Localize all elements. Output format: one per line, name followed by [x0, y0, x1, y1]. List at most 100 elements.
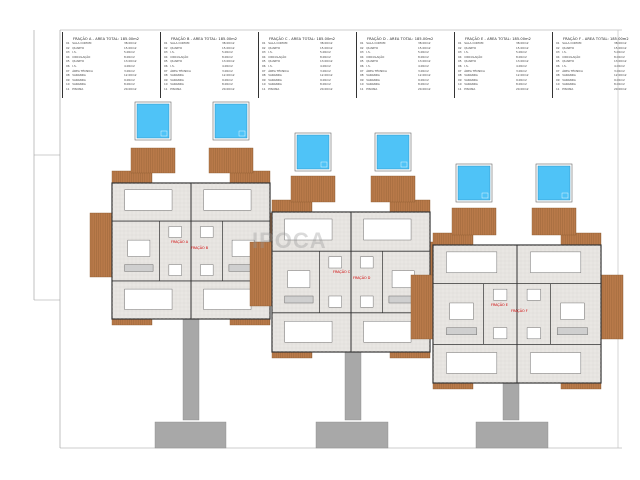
building-block-2-house-fixture	[526, 288, 541, 301]
area-table-row: 06 I.S.4.00m2	[66, 64, 155, 69]
row-room: VARANDA	[366, 73, 380, 78]
row-area: 15.00m2	[124, 45, 137, 50]
row-area: 5.00m2	[320, 50, 331, 55]
row-area: 8.00m2	[418, 82, 429, 87]
row-area: 12.00m2	[124, 73, 137, 78]
row-number: 10	[360, 82, 364, 87]
building-block-2-house-fixture	[526, 327, 541, 340]
building-block-1-house-bed	[363, 218, 412, 241]
row-area: 8.00m2	[614, 82, 625, 87]
row-area: 3.00m2	[124, 68, 135, 73]
row-area: 8.00m2	[222, 82, 233, 87]
area-table-title: FRAÇÃO D - AREA TOTAL: 185.00m2	[367, 37, 434, 41]
row-room: ÁREA TÉCNICA	[72, 68, 93, 73]
row-room: CIRCULAÇÃO	[562, 54, 581, 59]
row-number: 06	[556, 63, 560, 68]
area-table-row: 06 I.S.4.00m2	[164, 64, 253, 69]
row-number: 04	[262, 54, 266, 59]
row-area: 20.00m2	[320, 86, 333, 91]
area-table-title: FRAÇÃO E - AREA TOTAL: 185.00m2	[465, 37, 531, 41]
row-number: 04	[66, 54, 70, 59]
row-area: 9.00m2	[516, 77, 527, 82]
building-block-2-deck-left	[410, 274, 434, 340]
row-number: 02	[164, 45, 168, 50]
area-table-title: FRAÇÃO B - AREA TOTAL: 185.00m2	[171, 37, 238, 41]
row-number: 09	[66, 77, 70, 82]
row-room: VARANDA	[268, 77, 282, 82]
building-block-2-house-bed	[446, 251, 498, 273]
row-room: ÁREA TÉCNICA	[268, 68, 289, 73]
row-room: ÁREA TÉCNICA	[366, 68, 387, 73]
row-area: 3.00m2	[222, 68, 233, 73]
row-room: VARANDA	[268, 73, 282, 78]
row-area: 9.00m2	[418, 77, 429, 82]
unit-label: FRAÇÃO D	[353, 275, 371, 280]
building-block-2-pool-1-steps	[561, 192, 569, 199]
row-area: 9.00m2	[320, 77, 331, 82]
row-number: 01	[360, 41, 364, 45]
row-area: 20.00m2	[614, 86, 627, 91]
row-number: 03	[556, 50, 560, 55]
row-number: 03	[360, 50, 364, 55]
row-area: 8.00m2	[124, 54, 135, 59]
row-number: 04	[164, 54, 168, 59]
row-room: VARANDA	[464, 77, 478, 82]
row-number: 08	[360, 73, 364, 78]
row-number: 06	[164, 63, 168, 68]
row-number: 03	[66, 50, 70, 55]
row-number: 01	[262, 41, 266, 45]
building-block-1-house-table	[287, 270, 311, 288]
area-table-title: FRAÇÃO F - AREA TOTAL: 185.00m2	[563, 37, 629, 41]
row-room: SALA COMUM	[170, 41, 190, 45]
building-block-2-parking	[475, 421, 549, 449]
building-block-2-pool-1-deck	[531, 207, 577, 236]
row-number: 10	[262, 82, 266, 87]
row-room: CIRCULAÇÃO	[366, 54, 385, 59]
row-number: 11	[262, 86, 266, 91]
row-number: 07	[66, 68, 70, 73]
row-area: 3.00m2	[418, 68, 429, 73]
row-room: I.S.	[268, 63, 273, 68]
row-room: I.S.	[562, 63, 567, 68]
row-room: VARANDA	[464, 73, 478, 78]
row-area: 38.00m2	[418, 41, 431, 45]
row-room: I.S.	[170, 50, 175, 55]
row-number: 06	[360, 63, 364, 68]
row-number: 05	[66, 59, 70, 64]
row-area: 9.00m2	[222, 77, 233, 82]
building-block-1-pool-1-deck	[370, 175, 416, 203]
row-area: 20.00m2	[124, 86, 137, 91]
area-table-title: FRAÇÃO C - AREA TOTAL: 185.00m2	[269, 37, 336, 41]
row-room: SALA COMUM	[562, 41, 582, 45]
row-room: I.S.	[366, 50, 371, 55]
row-room: ÁREA TÉCNICA	[170, 68, 191, 73]
row-room: ÁREA TÉCNICA	[464, 68, 485, 73]
row-area: 13.00m2	[222, 59, 235, 64]
area-table-row: 06 I.S.4.00m2	[458, 64, 547, 69]
row-area: 13.00m2	[614, 59, 627, 64]
row-number: 04	[458, 54, 462, 59]
building-block-1-house-fixture	[360, 256, 374, 269]
row-room: CIRCULAÇÃO	[464, 54, 483, 59]
building-block-2-house-sofa	[446, 327, 477, 335]
row-number: 06	[262, 63, 266, 68]
